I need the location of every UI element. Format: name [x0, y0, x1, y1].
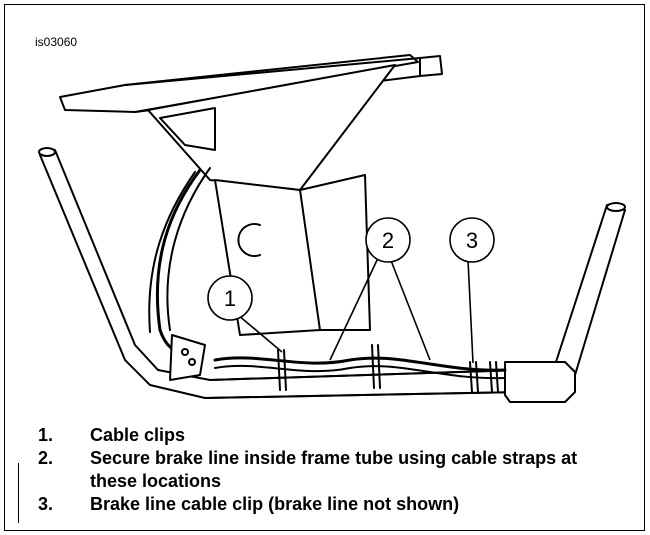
figure-id-label: is03060 [35, 35, 78, 49]
rear-frame-tube [554, 204, 626, 376]
legend-number: 3. [38, 494, 54, 514]
legend-number: 1. [38, 425, 54, 445]
leader-1 [237, 314, 283, 353]
callout-2: 2 [365, 217, 411, 263]
brake-line [213, 356, 507, 372]
svg-text:3: 3 [466, 228, 478, 253]
callout-3: 3 [449, 217, 495, 263]
leader-2a [329, 257, 379, 361]
legend-text: Secure brake line inside frame tube usin… [90, 448, 578, 491]
legend-text: Cable clips [90, 425, 186, 445]
bottom-frame-rail [204, 369, 521, 399]
cable-strap-3 [469, 361, 479, 393]
svg-text:1: 1 [224, 286, 236, 311]
figure-side-rule [18, 463, 19, 523]
cable-strap-2 [371, 344, 381, 389]
svg-text:2: 2 [382, 228, 394, 253]
leader-2b [389, 257, 431, 361]
legend-item: 2. Secure brake line inside frame tube u… [38, 447, 628, 493]
callout-1: 1 [207, 275, 253, 321]
cable-strap-1 [277, 349, 287, 391]
legend-item: 3. Brake line cable clip (brake line not… [38, 493, 628, 516]
leader-3 [467, 259, 474, 364]
legend-number: 2. [38, 448, 54, 468]
legend-item: 1. Cable clips [38, 424, 628, 447]
legend: 1. Cable clips 2. Secure brake line insi… [38, 424, 628, 516]
rear-end-block [504, 361, 576, 403]
legend-text: Brake line cable clip (brake line not sh… [90, 494, 460, 514]
mount-bracket [169, 334, 206, 381]
